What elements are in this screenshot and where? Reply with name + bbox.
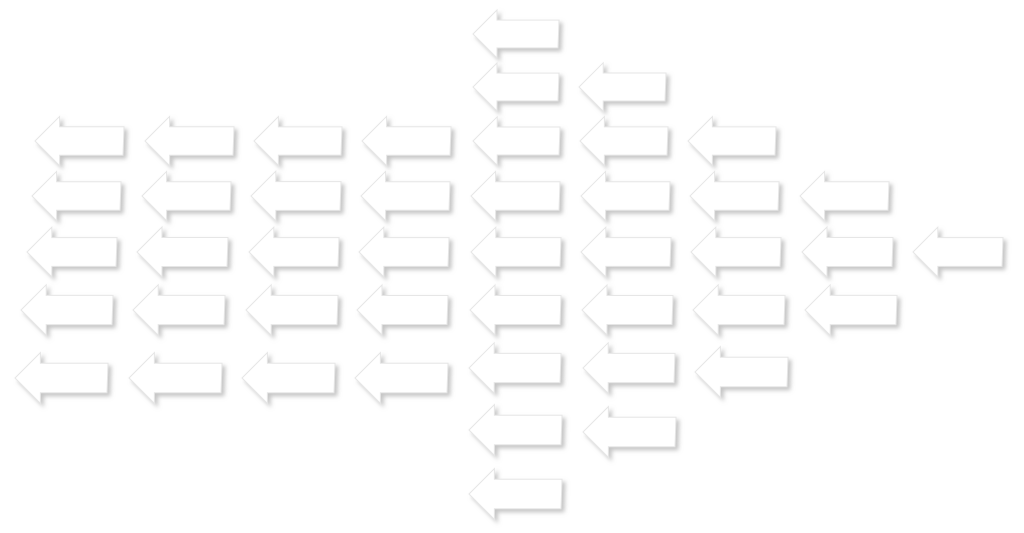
left-arrow-icon <box>250 169 342 223</box>
left-arrow-icon <box>472 61 560 113</box>
left-arrow-icon <box>468 403 563 457</box>
left-arrow-icon <box>689 170 780 222</box>
left-arrow-icon <box>690 225 782 279</box>
left-arrow-icon <box>361 115 452 167</box>
left-arrow-icon <box>358 225 450 279</box>
left-arrow-icon <box>141 170 232 222</box>
left-arrow-icon <box>360 170 451 222</box>
left-arrow-icon <box>132 283 226 337</box>
left-arrow-icon <box>692 283 786 337</box>
left-arrow-icon <box>580 170 671 222</box>
left-arrow-icon <box>20 283 114 337</box>
left-arrow-icon <box>241 351 336 405</box>
left-arrow-icon <box>136 225 229 279</box>
left-arrow-icon <box>578 61 667 113</box>
left-arrow-icon <box>799 170 890 222</box>
left-arrow-icon <box>472 8 560 60</box>
left-arrow-icon <box>469 283 562 337</box>
left-arrow-icon <box>26 225 118 279</box>
left-arrow-icon <box>912 225 1004 279</box>
left-arrow-icon <box>581 283 674 337</box>
left-arrow-icon <box>582 341 676 395</box>
left-arrow-icon <box>687 115 777 167</box>
left-arrow-icon <box>253 115 343 167</box>
left-arrow-icon <box>31 170 122 222</box>
left-arrow-icon <box>470 170 561 222</box>
left-arrow-icon <box>144 115 235 167</box>
left-arrow-icon <box>468 467 563 521</box>
left-arrow-icon <box>804 283 898 337</box>
left-arrow-icon <box>14 351 109 405</box>
left-arrow-icon <box>354 351 449 405</box>
left-arrow-icon <box>470 225 562 279</box>
left-arrow-icon <box>472 115 561 167</box>
left-arrow-icon <box>694 345 789 399</box>
left-arrow-icon <box>580 225 672 279</box>
left-arrow-icon <box>128 351 223 405</box>
left-arrow-icon <box>248 225 340 279</box>
left-arrow-icon <box>582 405 677 459</box>
left-arrow-icon <box>579 115 669 167</box>
left-arrow-icon <box>468 341 562 395</box>
left-arrow-icon <box>34 115 125 167</box>
left-arrow-icon <box>245 283 339 337</box>
left-arrow-icon <box>801 225 894 279</box>
left-arrow-icon <box>356 283 449 337</box>
